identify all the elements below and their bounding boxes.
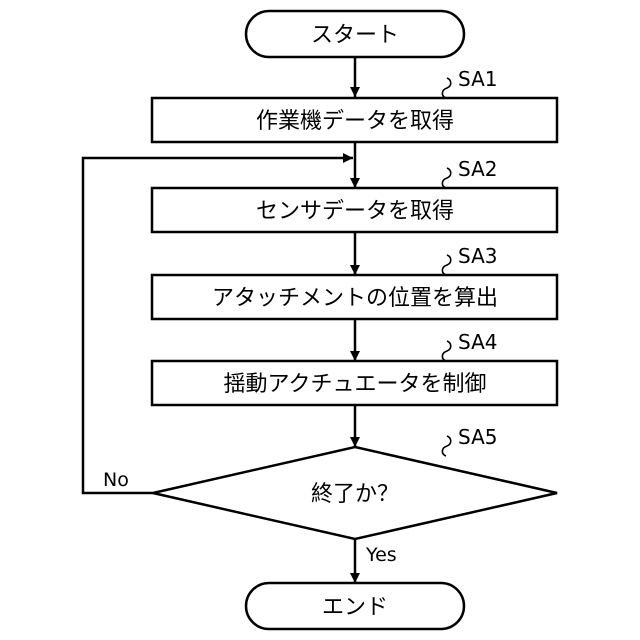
start-label: スタート xyxy=(311,23,399,48)
step-id-tilde-sa3 xyxy=(442,255,450,275)
step-id-tilde-sa2 xyxy=(442,168,450,188)
step-id-sa2: SA2 xyxy=(458,157,497,181)
decision-id-sa5: SA5 xyxy=(458,425,497,449)
step-id-sa1: SA1 xyxy=(458,67,497,91)
step-label-sa2: センサデータを取得 xyxy=(256,199,454,224)
end-terminal: エンド xyxy=(246,583,464,629)
step-id-sa3: SA3 xyxy=(458,244,497,268)
step-label-sa4: 揺動アクチュエータを制御 xyxy=(224,372,487,397)
start-terminal: スタート xyxy=(246,11,464,57)
decision-id-tilde-sa5 xyxy=(442,436,450,456)
end-label: エンド xyxy=(322,595,388,620)
decision-label: 終了か？ xyxy=(311,482,399,507)
step-id-sa4: SA4 xyxy=(458,330,497,354)
step-id-tilde-sa1 xyxy=(442,78,450,98)
step-id-tilde-sa4 xyxy=(442,341,450,361)
no-label: No xyxy=(103,469,129,491)
step-label-sa1: 作業機データを取得 xyxy=(256,109,454,134)
yes-label: Yes xyxy=(365,544,397,566)
step-label-sa3: アタッチメントの位置を算出 xyxy=(212,286,498,311)
